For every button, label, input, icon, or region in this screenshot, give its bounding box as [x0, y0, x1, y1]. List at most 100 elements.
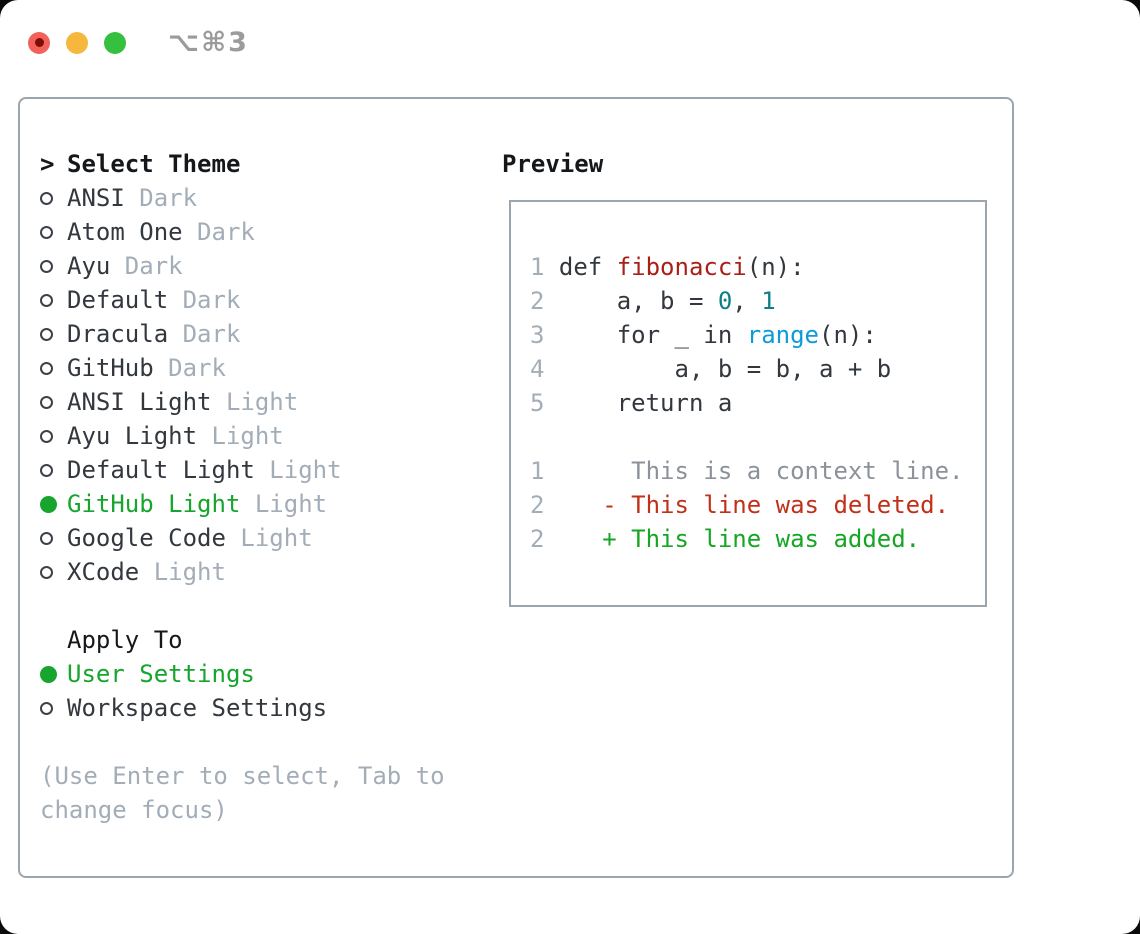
- preview-line: 1 This is a context line.: [530, 454, 975, 488]
- code-segment-numlit: 0: [717, 287, 733, 315]
- code-segment-numlit: 1: [761, 287, 776, 315]
- theme-option-default[interactable]: Default Dark: [40, 283, 445, 317]
- theme-variant-tag: Dark: [153, 354, 226, 382]
- option-label: GitHub: [67, 354, 154, 382]
- select-theme-header: > Select Theme: [40, 147, 445, 181]
- line-number: 3: [530, 321, 545, 349]
- spacer: [40, 589, 445, 623]
- preview-title: Preview: [502, 150, 604, 178]
- option-label: XCode: [67, 558, 140, 586]
- window-titlebar: ⌥⌘3: [28, 27, 249, 58]
- line-number: 4: [530, 355, 545, 383]
- theme-option-atom-one[interactable]: Atom One Dark: [40, 215, 445, 249]
- option-label: Ayu Light: [67, 422, 198, 450]
- option-label: Dracula: [67, 320, 169, 348]
- code-segment-add: + This line was added.: [544, 525, 921, 553]
- radio-icon: [40, 225, 53, 239]
- line-number: 1: [530, 253, 545, 281]
- preview-line: 2 a, b = 0, 1: [530, 284, 975, 318]
- close-button[interactable]: [28, 31, 50, 54]
- radio-icon: [40, 429, 53, 443]
- theme-option-xcode[interactable]: XCode Light: [40, 555, 445, 589]
- option-label: User Settings: [67, 660, 255, 688]
- radio-icon: [40, 463, 53, 477]
- theme-variant-tag: Light: [254, 456, 342, 484]
- line-number: 2: [530, 525, 545, 553]
- apply-option-user-settings[interactable]: User Settings: [40, 657, 445, 691]
- code-segment-fg: ,: [732, 287, 762, 315]
- code-segment-fg: a, b = b, a + b: [544, 355, 892, 383]
- theme-option-google-code[interactable]: Google Code Light: [40, 521, 445, 555]
- code-segment-fg: for _ in: [544, 321, 747, 349]
- help-text-line-2: change focus): [40, 796, 228, 824]
- option-label: GitHub Light: [67, 490, 241, 518]
- theme-variant-tag: Dark: [110, 252, 183, 280]
- preview-line: 5 return a: [530, 386, 975, 420]
- line-number: 1: [530, 457, 545, 485]
- theme-option-github-light[interactable]: GitHub Light Light: [40, 487, 445, 521]
- help-text-line-1: (Use Enter to select, Tab to: [40, 762, 445, 790]
- code-segment-fg: a, b =: [544, 287, 718, 315]
- apply-to-title: Apply To: [67, 626, 183, 654]
- radio-icon: [40, 191, 53, 205]
- theme-option-github[interactable]: GitHub Dark: [40, 351, 445, 385]
- theme-variant-tag: Dark: [168, 286, 241, 314]
- line-number: 2: [530, 287, 545, 315]
- code-segment-fg: def: [544, 253, 617, 281]
- option-label: ANSI: [67, 184, 125, 212]
- radio-icon: [40, 293, 53, 307]
- code-segment-fg: (n):: [819, 321, 877, 349]
- theme-variant-tag: Light: [225, 524, 313, 552]
- traffic-lights: [28, 31, 142, 54]
- theme-variant-tag: Light: [139, 558, 226, 586]
- code-segment-ctx: This is a context line.: [544, 457, 964, 485]
- radio-selected-icon: [40, 665, 57, 683]
- apply-to-header: Apply To: [40, 623, 445, 657]
- radio-icon: [40, 395, 53, 409]
- option-label: Atom One: [67, 218, 183, 246]
- theme-option-ayu-light[interactable]: Ayu Light Light: [40, 419, 445, 453]
- option-label: Workspace Settings: [67, 694, 328, 722]
- option-label: Google Code: [67, 524, 226, 552]
- option-label: Default Light: [67, 456, 255, 484]
- theme-option-ansi[interactable]: ANSI Dark: [40, 181, 445, 215]
- preview-line: 4 a, b = b, a + b: [530, 352, 975, 386]
- minimize-button[interactable]: [66, 31, 88, 54]
- unsaved-indicator-dot: [34, 38, 44, 47]
- option-label: Ayu: [67, 252, 111, 280]
- preview-line: 2 + This line was added.: [530, 522, 975, 556]
- apply-option-workspace-settings[interactable]: Workspace Settings: [40, 691, 445, 725]
- theme-option-ansi-light[interactable]: ANSI Light Light: [40, 385, 445, 419]
- theme-variant-tag: Light: [211, 388, 299, 416]
- theme-option-ayu[interactable]: Ayu Dark: [40, 249, 445, 283]
- theme-variant-tag: Dark: [182, 218, 255, 246]
- theme-option-default-light[interactable]: Default Light Light: [40, 453, 445, 487]
- spacer: [40, 725, 445, 759]
- code-segment-fg: (n):: [746, 253, 805, 281]
- select-theme-title: Select Theme: [67, 150, 241, 178]
- theme-option-dracula[interactable]: Dracula Dark: [40, 317, 445, 351]
- code-segment-call: range: [746, 321, 819, 349]
- zoom-button[interactable]: [104, 31, 126, 54]
- theme-variant-tag: Light: [240, 490, 328, 518]
- cursor-marker: >: [40, 150, 55, 178]
- preview-line: 2 - This line was deleted.: [530, 488, 975, 522]
- preview-line: [530, 420, 975, 454]
- code-segment-fg: return a: [544, 389, 733, 417]
- radio-icon: [40, 259, 53, 273]
- window-title: ⌥⌘3: [168, 27, 249, 58]
- theme-variant-tag: Light: [197, 422, 284, 450]
- theme-variant-tag: Dark: [168, 320, 241, 348]
- option-label: ANSI Light: [67, 388, 212, 416]
- radio-icon: [40, 531, 53, 545]
- line-number: 5: [530, 389, 545, 417]
- radio-icon: [40, 565, 53, 579]
- preview-line: 3 for _ in range(n):: [530, 318, 975, 352]
- option-label: Default: [67, 286, 169, 314]
- radio-icon: [40, 327, 53, 341]
